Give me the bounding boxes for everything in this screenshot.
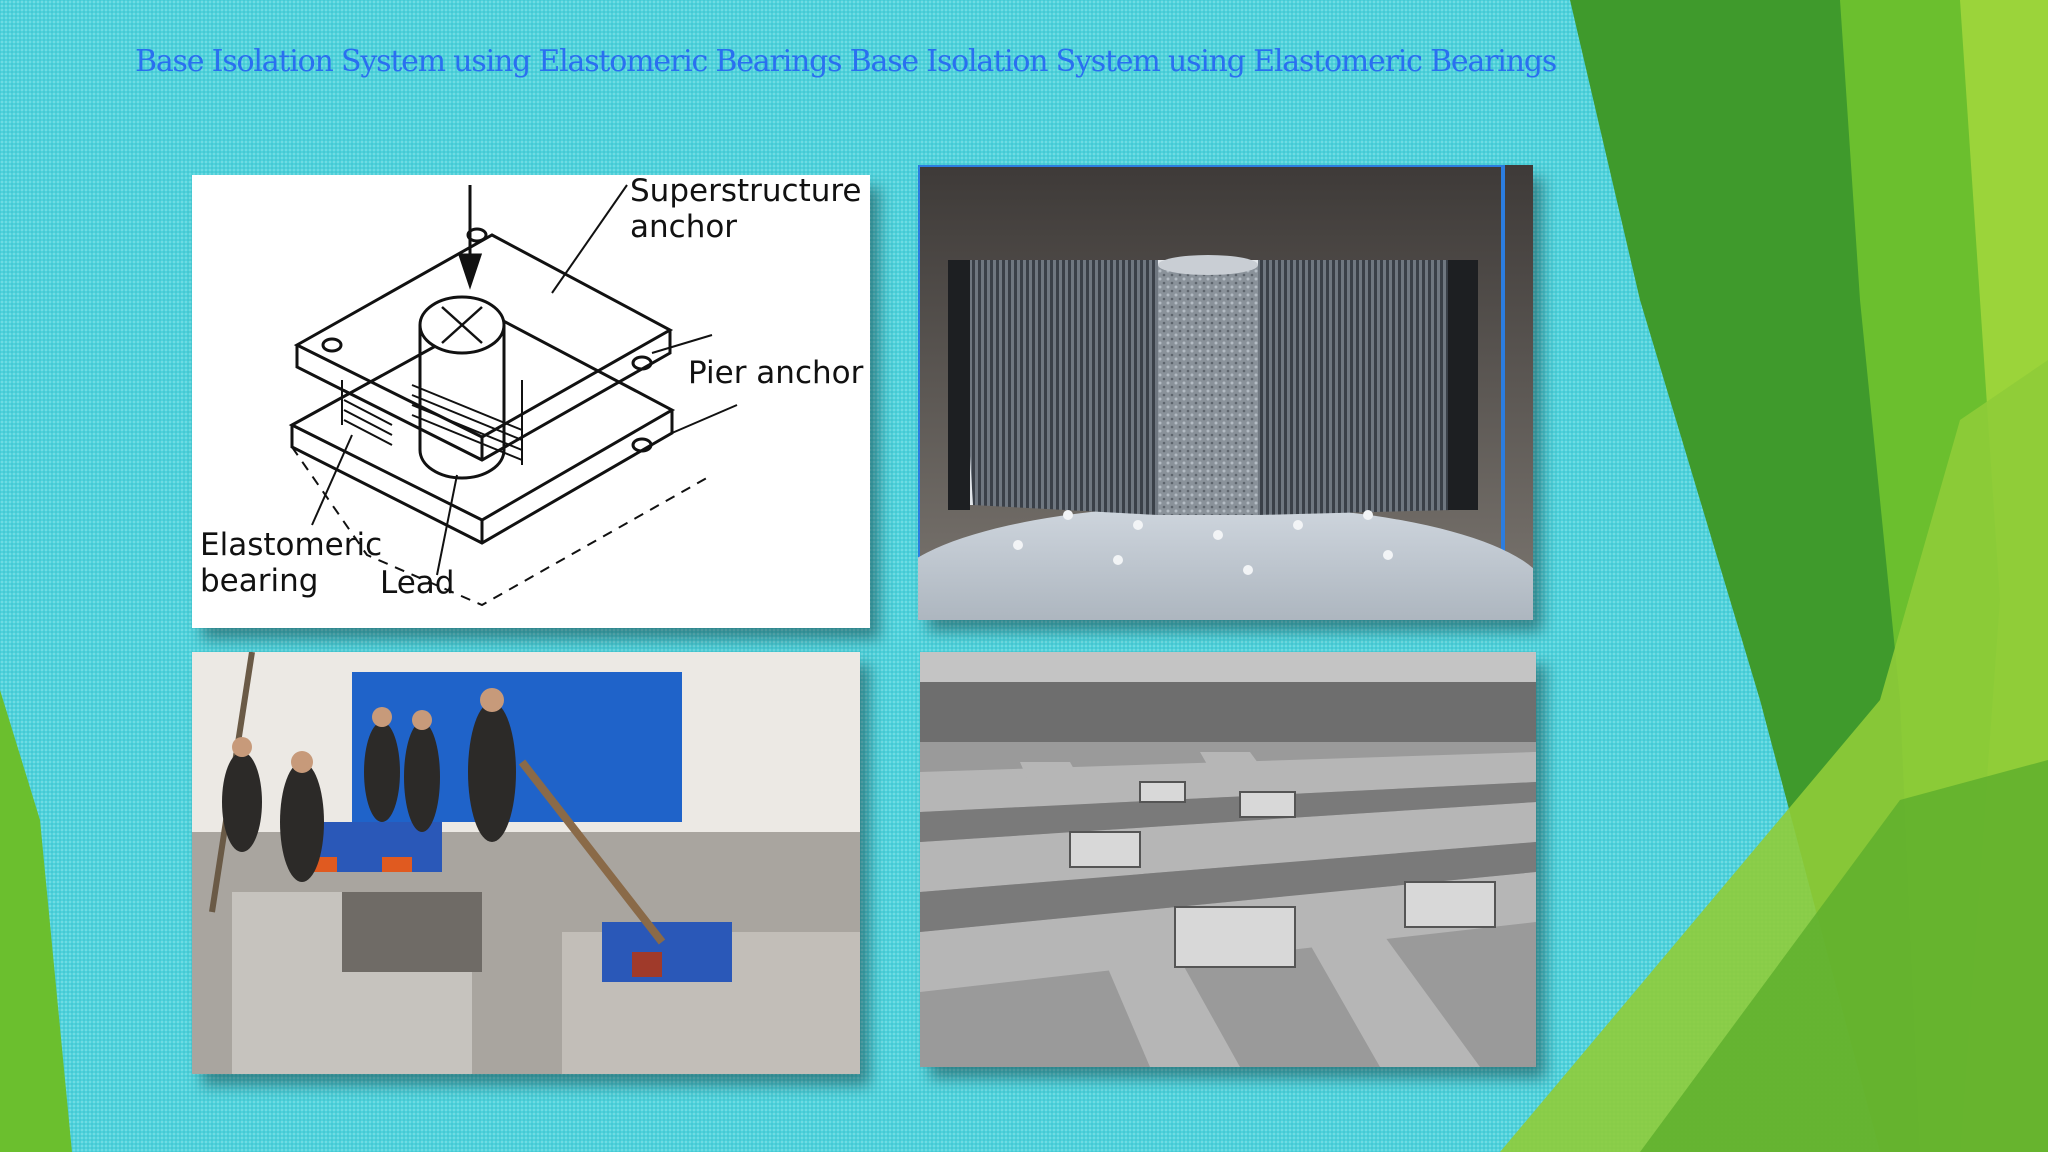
bearing-cutaway-photo [918, 165, 1533, 620]
label-elastomeric-bearing: Elastomeric bearing [200, 527, 383, 599]
installation-photo [192, 652, 860, 1074]
slide-title: Base Isolation System using Elastomeric … [135, 44, 1557, 79]
label-pier-anchor: Pier anchor [688, 355, 864, 391]
label-superstructure-anchor: Superstructure anchor [630, 175, 862, 245]
foundation-photo [920, 652, 1536, 1067]
installation-image [192, 652, 860, 1074]
green-shape-lower-right-2 [1640, 760, 2048, 1152]
green-shape-left [0, 690, 72, 1152]
bearing-diagram: Superstructure anchor Pier anchor Elasto… [192, 175, 870, 628]
foundation-image [920, 652, 1536, 1067]
bearing-diagram-drawing [288, 184, 738, 607]
label-lead: Lead [380, 565, 455, 601]
bearing-cutaway-image [918, 165, 1533, 620]
